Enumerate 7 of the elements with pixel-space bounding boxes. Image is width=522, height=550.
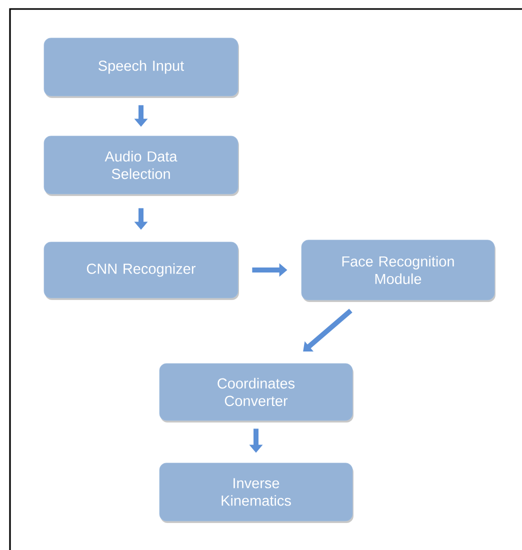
process-box: Coordinates Converter	[159, 363, 354, 422]
process-box: CNN Recognizer	[44, 242, 239, 300]
process-box: Face Recognition Module	[301, 240, 496, 302]
arrow	[303, 308, 352, 352]
process-box: Audio Data Selection	[44, 136, 239, 196]
process-box: Inverse Kinematics	[159, 462, 354, 523]
process-box: Speech Input	[44, 38, 239, 98]
